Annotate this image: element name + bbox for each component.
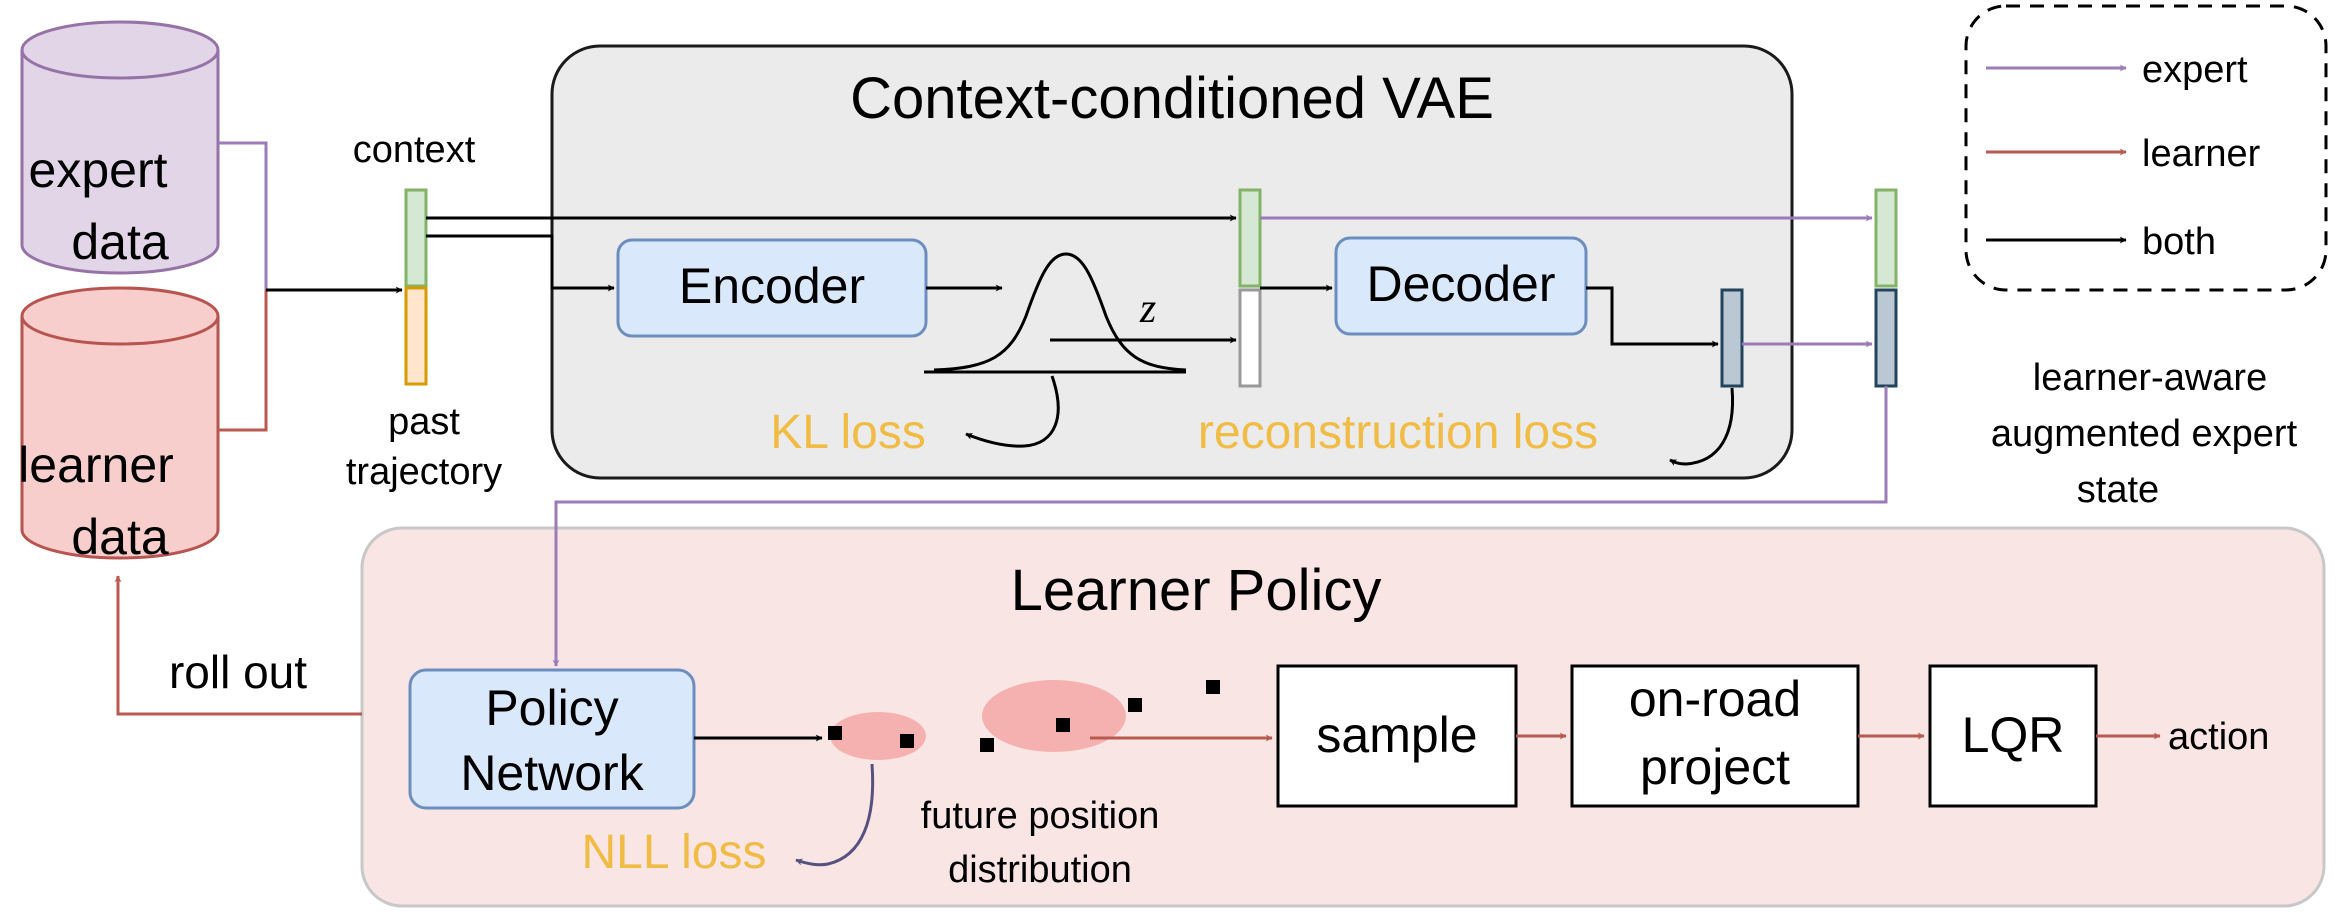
decoder-out-arrow [1586, 286, 1719, 348]
sample-box [1276, 664, 1518, 808]
past-label-1: past [388, 401, 460, 443]
nll-loss-label: NLL loss [582, 826, 767, 879]
future-label-1: future position [921, 795, 1160, 837]
lqr-box [1928, 664, 2098, 808]
nll-loss-arrow [795, 763, 875, 867]
context-label: context [353, 129, 476, 171]
past-trajectory-vector [404, 286, 428, 386]
augmented-state-vector [1874, 288, 1898, 388]
decoder-label: Decoder [1367, 256, 1556, 312]
action-label: action [2168, 716, 2269, 758]
augmented-context-vector [1874, 188, 1898, 288]
learner-store-connector [218, 290, 268, 432]
lqr-label: LQR [1962, 707, 2065, 763]
augmented-label-2: augmented expert [1991, 413, 2298, 455]
recon-loss-arrow [1669, 387, 1735, 466]
augmented-label-1: learner-aware [2033, 357, 2267, 399]
policy-network-label-2: Network [460, 745, 644, 801]
past-label-2: trajectory [346, 451, 502, 493]
vae-title: Context-conditioned VAE [850, 66, 1494, 131]
concat-z-vector [1238, 288, 1262, 388]
policy-title: Learner Policy [1011, 558, 1382, 623]
legend-box [1964, 4, 2328, 292]
expert-store-label-2: data [71, 214, 169, 270]
concat-context-vector [1238, 188, 1262, 288]
roll-out-label: roll out [169, 646, 307, 698]
learner-store-label-1: learner [18, 437, 174, 493]
kl-loss-label: KL loss [770, 406, 926, 459]
onroad-project-box [1570, 664, 1860, 808]
legend-expert-label: expert [2142, 49, 2248, 91]
z-label: z [1139, 286, 1156, 332]
database-icon [20, 50, 220, 275]
database-icon [20, 316, 220, 560]
sample-label: sample [1316, 707, 1477, 763]
recon-loss-label: reconstruction loss [1198, 406, 1598, 459]
expert-store-connector [218, 141, 268, 290]
expert-data-store: expert data [20, 20, 220, 275]
future-label-2: distribution [948, 849, 1132, 891]
learner-data-store: learner data [18, 286, 220, 565]
augmented-to-policy-arrow [552, 386, 1888, 667]
roll-out-arrow [114, 575, 362, 716]
decoder-box [1334, 236, 1588, 336]
kl-loss-arrow [965, 375, 1060, 448]
gaussian-curve-icon [924, 252, 1187, 374]
onroad-label-1: on-road [1629, 671, 1801, 727]
decoded-state-vector [1720, 288, 1744, 388]
policy-network-label-1: Policy [485, 680, 618, 736]
future-position-distribution [828, 680, 1220, 760]
augmented-label-3: state [2077, 469, 2159, 511]
onroad-label-2: project [1640, 739, 1790, 795]
expert-store-label-1: expert [29, 142, 168, 198]
to-encoder-arrow [426, 234, 615, 292]
learner-store-label-2: data [71, 509, 169, 565]
encoder-label: Encoder [679, 258, 865, 314]
legend-learner-label: learner [2142, 133, 2261, 175]
legend-both-label: both [2142, 221, 2216, 263]
context-vector [404, 188, 428, 288]
